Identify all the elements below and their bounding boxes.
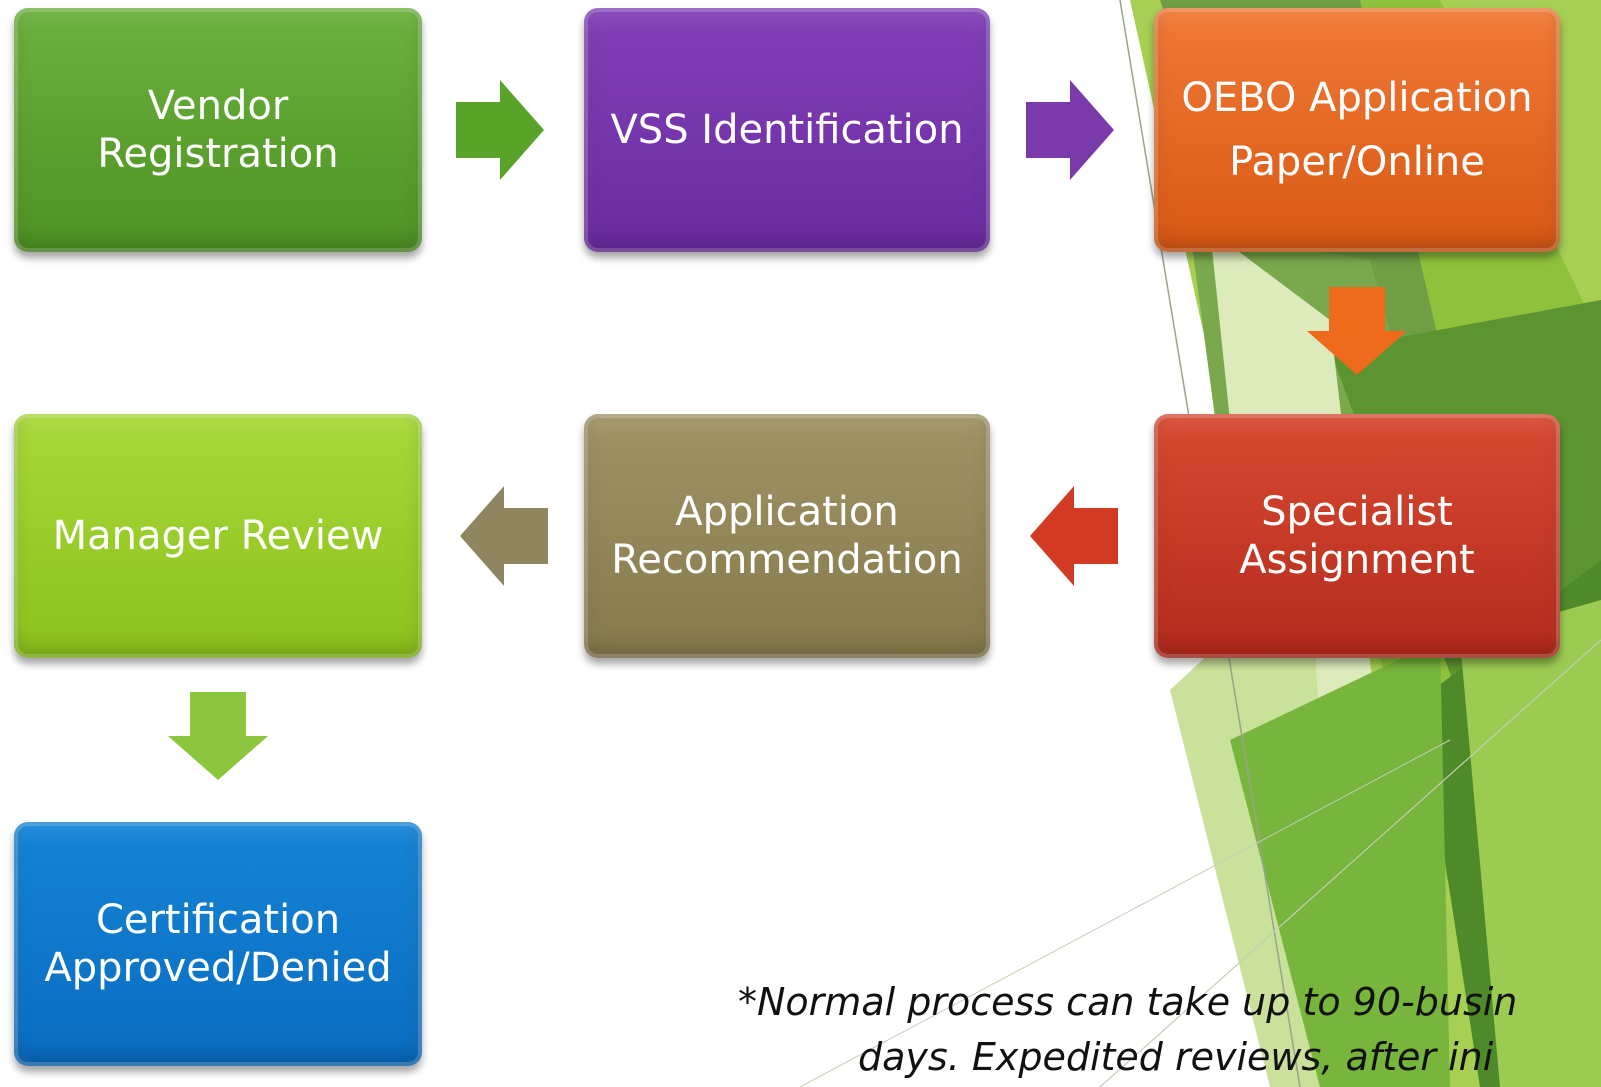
step-manager-review: Manager Review (14, 414, 422, 658)
step-label: VSS Identification (610, 107, 964, 153)
step-vss-identification: VSS Identification (584, 8, 990, 252)
step-label: Certification Approved/Denied (44, 897, 392, 991)
arrow-right-icon (1026, 80, 1114, 180)
step-vendor-registration: Vendor Registration (14, 8, 422, 252)
step-label: Vendor Registration (97, 83, 339, 177)
arrow-left-icon (460, 486, 548, 586)
arrow-right-icon (456, 80, 544, 180)
step-application-recommendation: Application Recommendation (584, 414, 990, 658)
note-line-2: days. Expedited reviews, after ini (858, 1035, 1494, 1080)
process-note: *Normal process can take up to 90-busin … (738, 975, 1601, 1085)
arrow-down-icon (168, 692, 268, 780)
step-label: Specialist Assignment (1239, 489, 1475, 583)
step-label: OEBO Application Paper/Online (1181, 75, 1533, 185)
arrow-down-icon (1307, 287, 1407, 375)
step-oebo-application: OEBO Application Paper/Online (1154, 8, 1560, 252)
step-label: Application Recommendation (611, 489, 963, 583)
arrow-left-icon (1030, 486, 1118, 586)
step-specialist-assignment: Specialist Assignment (1154, 414, 1560, 658)
step-label: Manager Review (52, 513, 384, 559)
note-line-1: *Normal process can take up to 90-busin (738, 980, 1518, 1024)
step-certification: Certification Approved/Denied (14, 822, 422, 1066)
